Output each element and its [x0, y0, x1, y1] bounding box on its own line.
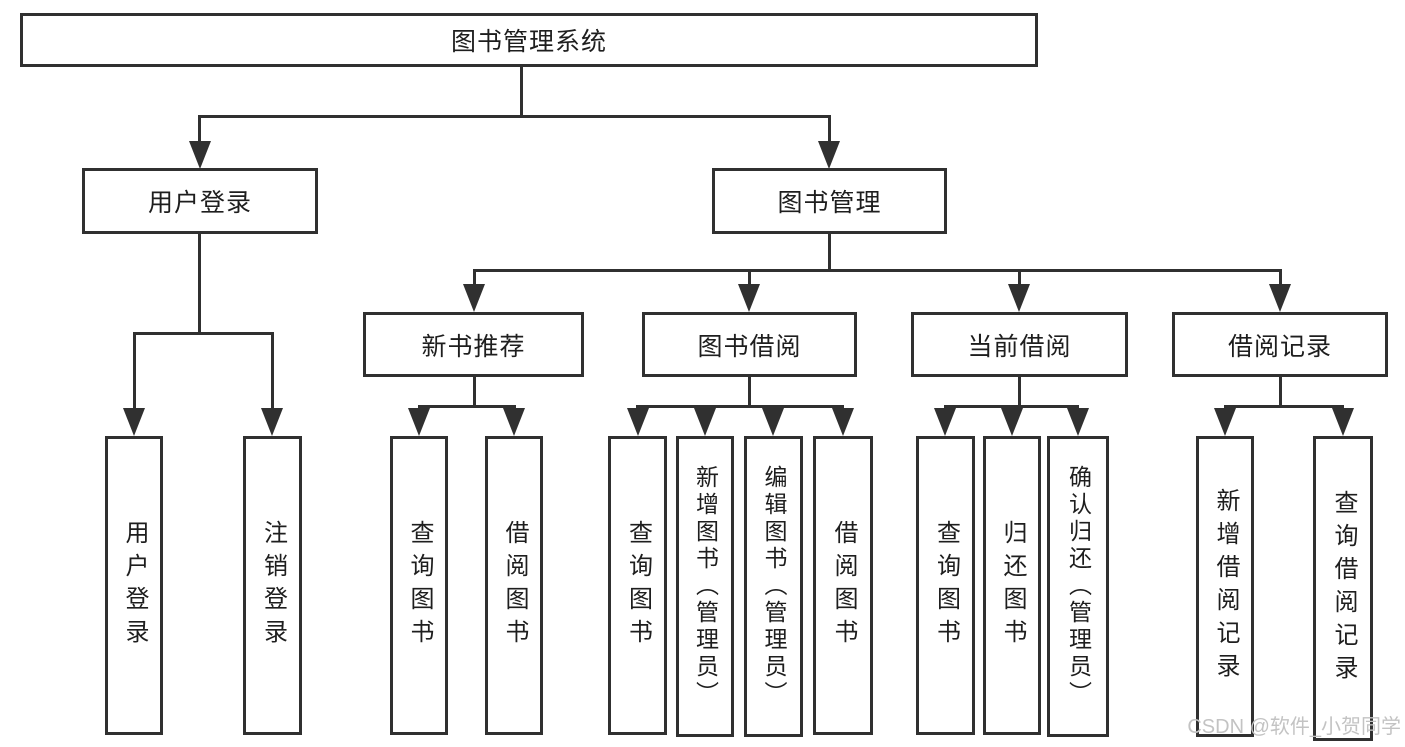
node-user-login-label: 用户登录: [147, 189, 252, 217]
connector-stem: [473, 269, 476, 286]
connector-distributor: [944, 405, 1079, 408]
node-current-borrowing: 当前借阅: [911, 312, 1128, 377]
leaf-logout: 注销登录: [243, 436, 302, 735]
connector-distributor: [1224, 405, 1344, 408]
connector-distributor: [636, 405, 844, 408]
arrow-down-icon: [123, 408, 145, 436]
leaf-query-books-current: 查询图书: [916, 436, 975, 735]
node-book-management: 图书管理: [712, 168, 947, 234]
arrow-down-icon: [189, 141, 211, 169]
leaf-user-login: 用户登录: [105, 436, 163, 735]
arrow-down-icon: [463, 284, 485, 312]
connector-stem: [1279, 269, 1282, 286]
connector-stem: [1279, 377, 1282, 408]
connector-book-management-stem: [828, 233, 831, 272]
leaf-query-borrow-record-label: 查询借阅记录: [1330, 489, 1357, 688]
node-user-login: 用户登录: [82, 168, 318, 234]
leaf-query-books-recommend-label: 查询图书: [406, 519, 433, 652]
node-book-management-label: 图书管理: [777, 189, 882, 217]
arrow-down-icon: [1332, 408, 1354, 436]
leaf-borrow-books-borrow: 借阅图书: [813, 436, 873, 735]
arrow-down-icon: [627, 408, 649, 436]
connector-stem: [198, 115, 201, 143]
arrow-down-icon: [818, 141, 840, 169]
node-root-label: 图书管理系统: [450, 28, 607, 56]
connector-stem: [748, 269, 751, 286]
connector-stem: [133, 332, 136, 408]
leaf-edit-books-admin-label: 编辑图书（管理员）: [761, 465, 787, 708]
arrow-down-icon: [738, 284, 760, 312]
leaf-query-books-current-label: 查询图书: [932, 519, 960, 652]
leaf-return-books: 归还图书: [983, 436, 1041, 735]
connector-user-login-stem: [198, 233, 201, 334]
node-current-borrowing-label: 当前借阅: [967, 332, 1072, 361]
arrow-down-icon: [1269, 284, 1291, 312]
leaf-query-books-borrow: 查询图书: [608, 436, 667, 735]
node-book-borrowing: 图书借阅: [642, 312, 857, 377]
node-new-book-recommendation: 新书推荐: [363, 312, 584, 377]
connector-root-stem: [520, 66, 523, 117]
arrow-down-icon: [261, 408, 283, 436]
arrow-down-icon: [1001, 408, 1023, 436]
arrow-down-icon: [408, 408, 430, 436]
node-borrowing-records-label: 借阅记录: [1227, 332, 1332, 361]
arrow-down-icon: [1214, 408, 1236, 436]
leaf-query-books-recommend: 查询图书: [390, 436, 448, 735]
leaf-confirm-return-admin-label: 确认归还（管理员）: [1065, 465, 1092, 708]
arrow-down-icon: [503, 408, 525, 436]
connector-stem: [748, 377, 751, 408]
csdn-watermark: CSDN @软件_小贺同学: [1187, 716, 1401, 738]
leaf-add-books-admin: 新增图书（管理员）: [676, 436, 734, 737]
leaf-borrow-books-recommend: 借阅图书: [485, 436, 543, 735]
node-root-library-management-system: 图书管理系统: [20, 13, 1038, 67]
arrow-down-icon: [1067, 408, 1089, 436]
connector-level3-distributor: [473, 269, 1282, 272]
arrow-down-icon: [934, 408, 956, 436]
leaf-query-borrow-record: 查询借阅记录: [1313, 436, 1373, 741]
leaf-confirm-return-admin: 确认归还（管理员）: [1047, 436, 1109, 737]
connector-distributor: [418, 405, 516, 408]
connector-stem: [271, 332, 274, 408]
leaf-return-books-label: 归还图书: [999, 519, 1026, 652]
node-borrowing-records: 借阅记录: [1172, 312, 1388, 377]
node-new-book-recommendation-label: 新书推荐: [421, 332, 526, 361]
connector-stem: [1018, 377, 1021, 408]
connector-user-login-distributor: [133, 332, 274, 335]
leaf-edit-books-admin: 编辑图书（管理员）: [744, 436, 803, 737]
leaf-logout-label: 注销登录: [259, 519, 287, 652]
connector-level2-distributor: [199, 115, 831, 118]
leaf-borrow-books-borrow-label: 借阅图书: [830, 519, 857, 652]
leaf-borrow-books-recommend-label: 借阅图书: [501, 519, 528, 652]
leaf-add-borrow-record: 新增借阅记录: [1196, 436, 1254, 737]
connector-stem: [1018, 269, 1021, 286]
connector-stem: [473, 377, 476, 408]
leaf-add-borrow-record-label: 新增借阅记录: [1212, 487, 1239, 686]
node-book-borrowing-label: 图书借阅: [697, 332, 802, 361]
connector-stem: [828, 115, 831, 143]
arrow-down-icon: [832, 408, 854, 436]
leaf-query-books-borrow-label: 查询图书: [624, 519, 652, 652]
arrow-down-icon: [762, 408, 784, 436]
leaf-add-books-admin-label: 新增图书（管理员）: [692, 465, 719, 708]
arrow-down-icon: [694, 408, 716, 436]
leaf-user-login-label: 用户登录: [121, 519, 148, 652]
arrow-down-icon: [1008, 284, 1030, 312]
